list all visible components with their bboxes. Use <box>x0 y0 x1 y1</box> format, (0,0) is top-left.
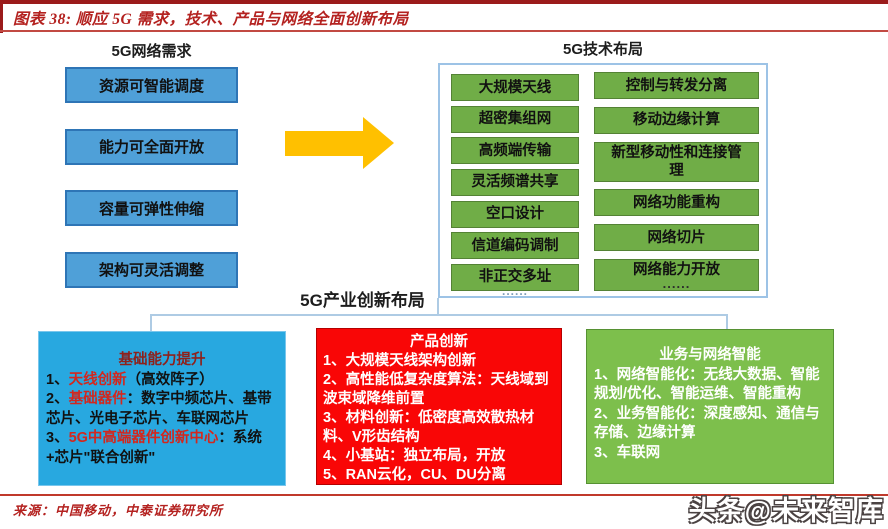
list-item: 3、车联网 <box>594 444 661 461</box>
list-item: 3、材料创新：低密度高效散热材料、V形齿结构 <box>323 410 535 445</box>
list-item: 2、业务智能化：深度感知、通信与存储、边缘计算 <box>594 405 820 442</box>
need-box: 资源可智能调度 <box>65 67 238 103</box>
need-box: 架构可灵活调整 <box>65 251 238 288</box>
industry-box-items: 1、天线创新（高效阵子） 2、基础器件：数字中频芯片、基带芯片、光电子芯片、车联网… <box>46 371 278 469</box>
list-item: 3、5G中高端器件创新中心：系统+芯片"联合创新" <box>46 430 262 466</box>
list-item: 1、大规模天线架构创新 <box>323 353 477 369</box>
tech-box: 网络切片 <box>594 224 759 252</box>
industry-box-title: 基础能力提升 <box>118 352 206 368</box>
tech-box: 信道编码调制 <box>451 232 579 260</box>
connector-right-drop <box>726 314 728 330</box>
source-note: 来源：中国移动，中泰证券研究所 <box>13 503 224 518</box>
tech-box: 大规模天线 <box>451 74 579 101</box>
need-box: 能力可全面开放 <box>65 128 238 165</box>
tech-box: 控制与转发分离 <box>594 72 759 99</box>
right-arrow <box>285 131 365 156</box>
list-item: 5、RAN云化，CU、DU分离 <box>323 467 506 483</box>
industry-section-heading: 5G产业创新布局 <box>300 291 425 310</box>
tech-box: 高频端传输 <box>451 137 579 165</box>
figure-title: 图表 38: 顺应 5G 需求，技术、产品与网络全面创新布局 <box>13 11 409 28</box>
list-item: 1、天线创新（高效阵子） <box>46 371 214 388</box>
watermark: 头条@未来智库 <box>688 496 884 526</box>
tech-box: 非正交多址 <box>451 263 579 291</box>
industry-box-title: 业务与网络智能 <box>659 347 761 363</box>
connector-horizontal <box>150 314 728 316</box>
tech-section-heading: 5G技术布局 <box>562 41 643 58</box>
need-box: 容量可弹性伸缩 <box>65 190 238 227</box>
list-item: 2、基础器件：数字中频芯片、基带芯片、光电子芯片、车联网芯片 <box>46 391 272 427</box>
industry-box-title: 产品创新 <box>410 334 468 350</box>
ellipsis: ...... <box>662 275 691 291</box>
tech-box: 新型移动性和连接管理 <box>594 141 759 182</box>
needs-section-heading: 5G网络需求 <box>111 43 192 60</box>
industry-box-capability: 基础能力提升 1、天线创新（高效阵子） 2、基础器件：数字中频芯片、基带芯片、光电… <box>38 331 286 486</box>
footer-red-line <box>0 494 888 496</box>
tech-box: 空口设计 <box>451 200 579 228</box>
connector-stub <box>437 298 439 315</box>
tech-box: 网络功能重构 <box>594 189 759 217</box>
tech-box: 移动边缘计算 <box>594 106 759 134</box>
tech-left-ellipsis: ...... <box>501 284 528 298</box>
title-underline <box>0 30 888 32</box>
tech-box: 超密集组网 <box>451 105 579 133</box>
list-item: 4、小基站：独立布局，开放 <box>323 448 506 464</box>
top-red-bar <box>0 0 888 4</box>
right-arrow-head <box>363 117 394 169</box>
tech-left-column: 大规模天线超密集组网高频端传输灵活频谱共享空口设计信道编码调制非正交多址 <box>451 74 579 291</box>
tech-box: 灵活频谱共享 <box>451 168 579 196</box>
needs-list: 资源可智能调度能力可全面开放容量可弹性伸缩架构可灵活调整 <box>65 67 238 288</box>
connector-left-drop <box>150 314 152 332</box>
tech-right-column: 控制与转发分离移动边缘计算新型移动性和连接管理网络功能重构网络切片网络能力开放.… <box>594 72 759 291</box>
tech-box: 网络能力开放...... <box>594 258 759 291</box>
list-item: 1、网络智能化：无线大数据、智能规划/优化、智能运维、智能重构 <box>594 366 820 403</box>
tech-container: 大规模天线超密集组网高频端传输灵活频谱共享空口设计信道编码调制非正交多址 控制与… <box>438 63 768 298</box>
left-red-accent <box>0 0 3 33</box>
list-item: 2、高性能低复杂度算法：天线域到波束域降维前置 <box>323 372 549 407</box>
